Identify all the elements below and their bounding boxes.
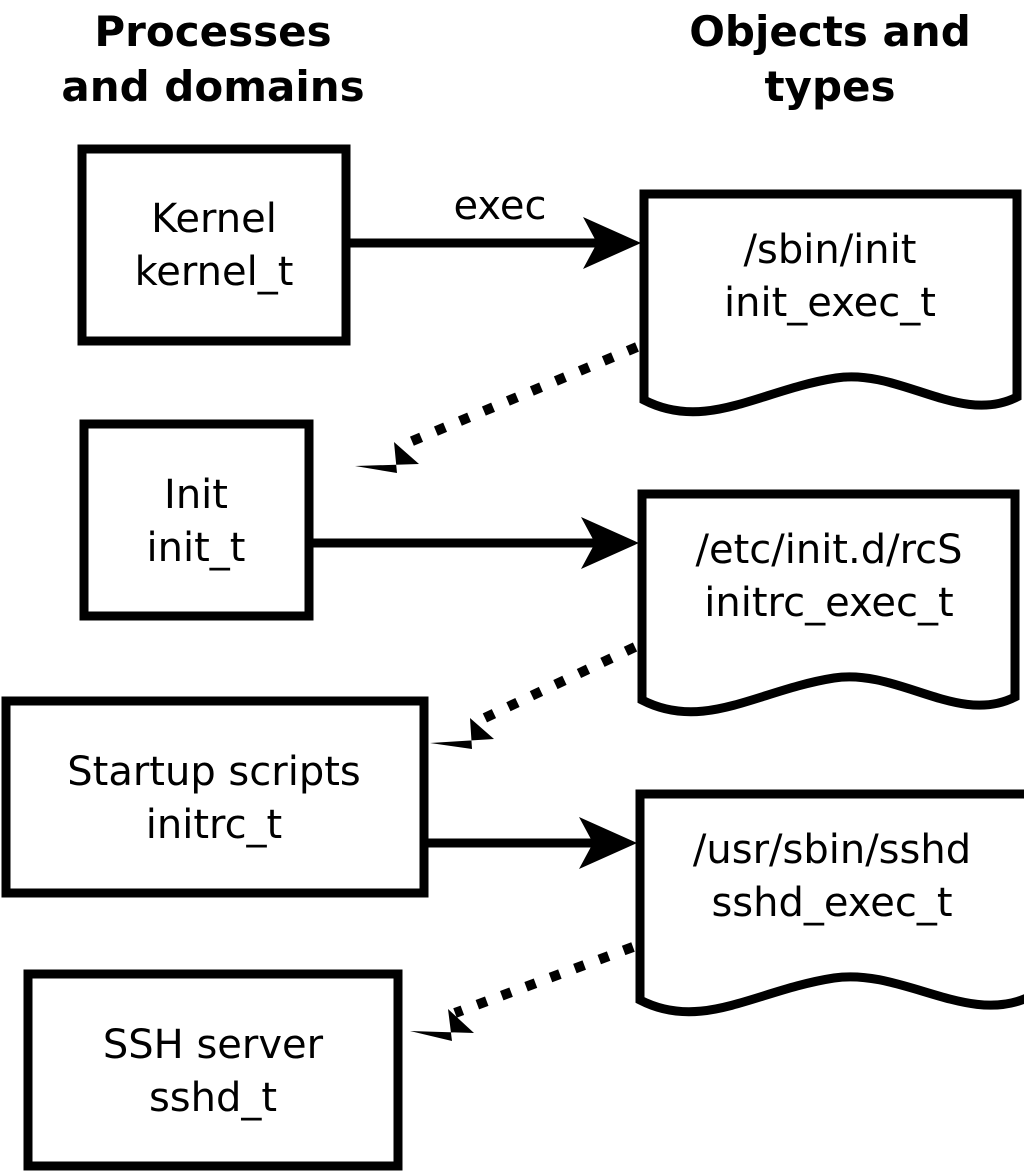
column-heading-objects: Objects and types — [689, 7, 971, 111]
column-heading-objects-line1: Objects and — [689, 7, 971, 56]
node-init[interactable]: Init init_t — [79, 419, 314, 621]
node-init-exec-path: /sbin/init — [744, 227, 917, 273]
node-init-exec-document[interactable] — [639, 189, 1022, 417]
arrowhead-icon — [583, 217, 641, 269]
node-startup-scripts-name: Startup scripts — [67, 749, 360, 795]
node-startup-scripts-box[interactable] — [1, 696, 429, 898]
node-init-box[interactable] — [79, 419, 314, 621]
node-sshd-exec-type: sshd_exec_t — [711, 880, 952, 926]
node-init-name: Init — [164, 472, 228, 518]
edge-initrc-exec-to-initrc-line — [471, 642, 638, 728]
node-ssh-server[interactable]: SSH server sshd_t — [23, 969, 403, 1171]
edge-label-exec: exec — [454, 183, 547, 229]
edge-kernel-exec-init-exec: exec — [346, 183, 641, 269]
column-heading-objects-line2: types — [764, 62, 895, 111]
node-ssh-server-name: SSH server — [103, 1022, 324, 1068]
node-ssh-server-type: sshd_t — [149, 1075, 277, 1121]
node-kernel[interactable]: Kernel kernel_t — [77, 144, 351, 346]
node-sshd-exec-document[interactable] — [635, 789, 1024, 1017]
node-kernel-name: Kernel — [151, 196, 277, 242]
edge-initrc-exec-to-initrc — [430, 642, 638, 749]
node-initrc-exec-document[interactable] — [637, 489, 1020, 717]
node-init-exec[interactable]: /sbin/init init_exec_t — [639, 189, 1022, 417]
node-initrc-exec[interactable]: /etc/init.d/rcS initrc_exec_t — [637, 489, 1020, 717]
arrowhead-icon — [579, 817, 637, 869]
arrowhead-icon — [410, 1009, 474, 1041]
node-kernel-type: kernel_t — [135, 249, 294, 295]
arrowhead-icon — [581, 517, 639, 569]
column-heading-processes-line1: Processes — [94, 7, 331, 56]
edge-init-exec-to-init — [355, 342, 639, 473]
node-sshd-exec[interactable]: /usr/sbin/sshd sshd_exec_t — [635, 789, 1024, 1017]
node-startup-scripts-type: initrc_t — [146, 802, 283, 848]
node-initrc-exec-type: initrc_exec_t — [704, 580, 953, 626]
node-kernel-box[interactable] — [77, 144, 351, 346]
column-heading-processes-line2: and domains — [61, 62, 364, 111]
arrowhead-icon — [355, 442, 419, 473]
edge-init-exec-initrc-exec — [309, 517, 639, 569]
node-ssh-server-box[interactable] — [23, 969, 403, 1171]
node-init-type: init_t — [147, 525, 246, 571]
edge-sshd-exec-to-sshd-line — [453, 942, 635, 1018]
edge-initrc-exec-sshd-exec — [424, 817, 637, 869]
node-startup-scripts[interactable]: Startup scripts initrc_t — [1, 696, 429, 898]
node-initrc-exec-path: /etc/init.d/rcS — [695, 527, 962, 573]
edge-init-exec-to-init-line — [396, 342, 639, 452]
node-init-exec-type: init_exec_t — [724, 280, 936, 326]
arrowhead-icon — [430, 718, 494, 749]
node-sshd-exec-path: /usr/sbin/sshd — [693, 827, 971, 873]
edge-sshd-exec-to-sshd — [410, 942, 635, 1041]
column-heading-processes: Processes and domains — [61, 7, 364, 111]
